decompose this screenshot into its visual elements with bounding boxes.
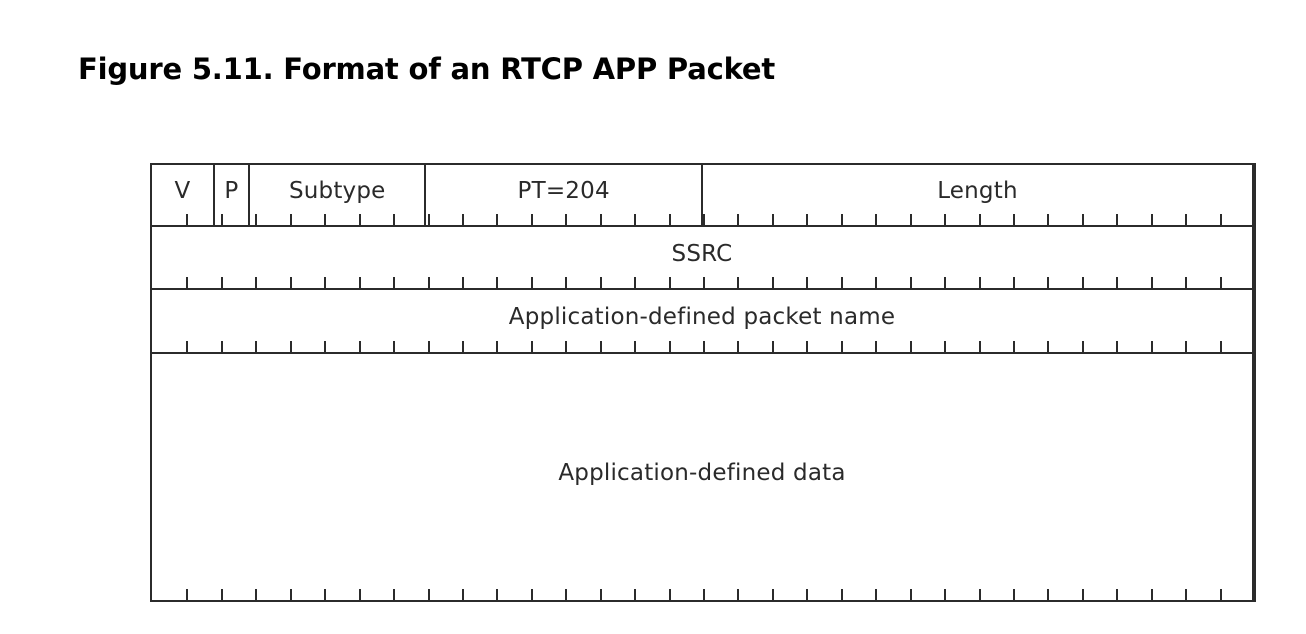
- packet-field-length: Length: [703, 165, 1254, 225]
- packet-field-label: PT=204: [517, 178, 610, 204]
- packet-field-subtype: Subtype: [250, 165, 427, 225]
- packet-field-label: Application-defined data: [558, 460, 846, 486]
- bit-tick: [1254, 277, 1256, 288]
- packet-field-ssrc: SSRC: [152, 227, 1254, 288]
- packet-field-label: Length: [937, 178, 1018, 204]
- packet-field-app-packet-name: Application-defined packet name: [152, 290, 1254, 352]
- figure-title: Figure 5.11. Format of an RTCP APP Packe…: [78, 52, 776, 86]
- packet-field-payload-type: PT=204: [426, 165, 703, 225]
- bit-tick: [1254, 214, 1256, 225]
- packet-row: V P Subtype PT=204 Length: [152, 165, 1256, 227]
- packet-field-label: V: [174, 178, 191, 204]
- packet-row: SSRC: [152, 227, 1256, 290]
- packet-format-diagram: V P Subtype PT=204 Length SSRC: [150, 163, 1256, 602]
- packet-field-label: Subtype: [288, 178, 386, 204]
- packet-field-padding: P: [215, 165, 251, 225]
- packet-field-label: Application-defined packet name: [508, 304, 896, 330]
- packet-field-version: V: [152, 165, 215, 225]
- packet-row: Application-defined data: [152, 354, 1256, 600]
- packet-field-app-data: Application-defined data: [152, 354, 1254, 600]
- packet-field-label: P: [224, 178, 239, 204]
- bit-tick: [1254, 589, 1256, 600]
- bit-tick: [1254, 341, 1256, 352]
- packet-row: Application-defined packet name: [152, 290, 1256, 354]
- packet-field-label: SSRC: [671, 240, 733, 267]
